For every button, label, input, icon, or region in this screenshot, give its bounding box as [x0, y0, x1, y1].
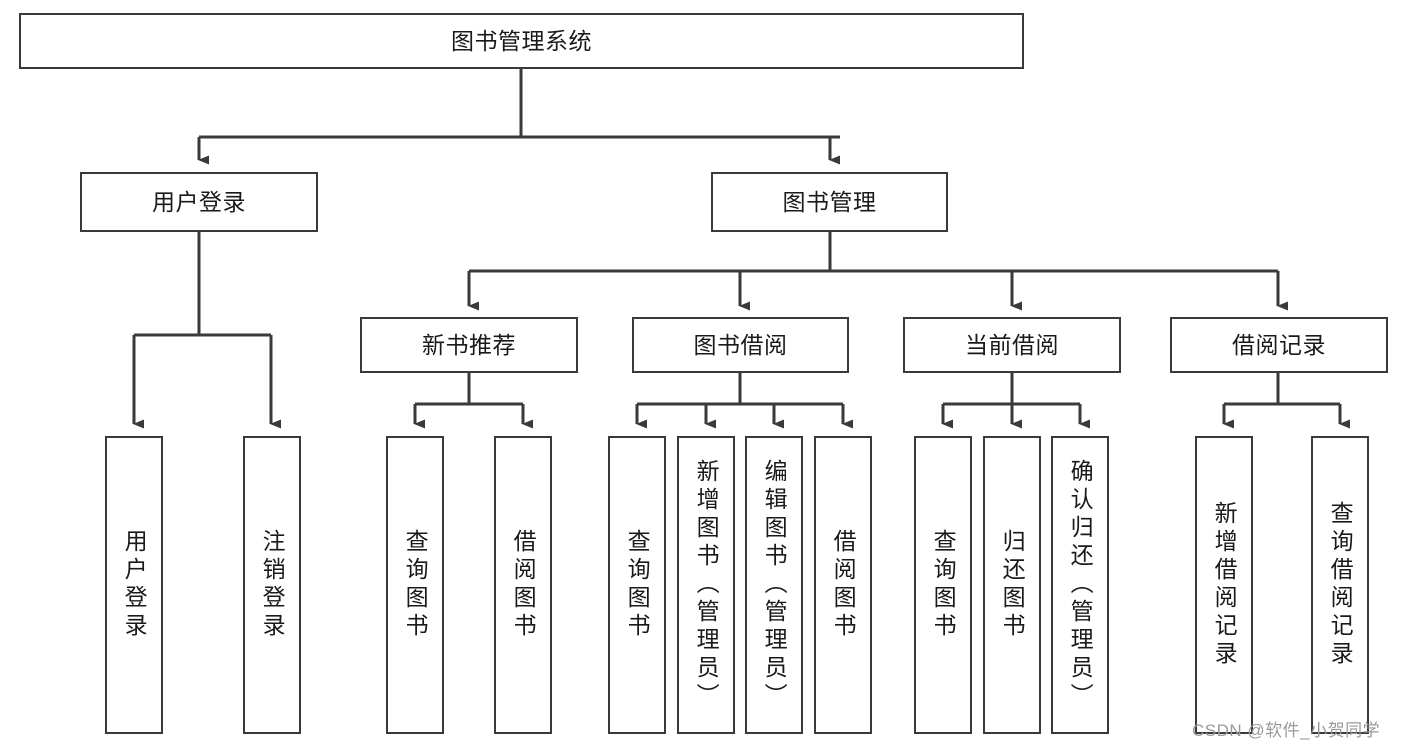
- node-borrow-record-label: 借阅记录: [1232, 331, 1326, 358]
- leaf-user-login[interactable]: 用户登录: [105, 436, 163, 734]
- node-borrow-record[interactable]: 借阅记录: [1170, 317, 1388, 373]
- leaf-borrow-book-2-label: 借阅图书: [830, 529, 857, 641]
- leaf-add-record[interactable]: 新增借阅记录: [1195, 436, 1253, 734]
- leaf-return-book[interactable]: 归还图书: [983, 436, 1041, 734]
- leaf-add-book-label: 新增图书（管理员）: [693, 459, 720, 711]
- leaf-logout[interactable]: 注销登录: [243, 436, 301, 734]
- node-user-login-label: 用户登录: [152, 188, 246, 215]
- leaf-query-record[interactable]: 查询借阅记录: [1311, 436, 1369, 734]
- leaf-return-book-label: 归还图书: [999, 529, 1026, 641]
- leaf-edit-book[interactable]: 编辑图书（管理员）: [745, 436, 803, 734]
- node-root-label: 图书管理系统: [451, 27, 592, 54]
- leaf-edit-book-label: 编辑图书（管理员）: [761, 459, 788, 711]
- node-new-book-recommend[interactable]: 新书推荐: [360, 317, 578, 373]
- node-book-borrow[interactable]: 图书借阅: [632, 317, 849, 373]
- leaf-query-record-label: 查询借阅记录: [1327, 501, 1354, 669]
- leaf-query-book-3[interactable]: 查询图书: [914, 436, 972, 734]
- leaf-confirm-return[interactable]: 确认归还（管理员）: [1051, 436, 1109, 734]
- node-root[interactable]: 图书管理系统: [19, 13, 1024, 69]
- leaf-query-book-1-label: 查询图书: [402, 529, 429, 641]
- leaf-borrow-book-1[interactable]: 借阅图书: [494, 436, 552, 734]
- node-current-borrow[interactable]: 当前借阅: [903, 317, 1121, 373]
- node-new-book-recommend-label: 新书推荐: [422, 331, 516, 358]
- leaf-add-record-label: 新增借阅记录: [1211, 501, 1238, 669]
- leaf-query-book-3-label: 查询图书: [930, 529, 957, 641]
- node-user-login[interactable]: 用户登录: [80, 172, 318, 232]
- node-book-management-label: 图书管理: [782, 188, 877, 215]
- leaf-borrow-book-2[interactable]: 借阅图书: [814, 436, 872, 734]
- leaf-user-login-label: 用户登录: [121, 529, 148, 641]
- leaf-logout-label: 注销登录: [259, 529, 286, 641]
- leaf-confirm-return-label: 确认归还（管理员）: [1067, 459, 1094, 711]
- leaf-query-book-2[interactable]: 查询图书: [608, 436, 666, 734]
- leaf-borrow-book-1-label: 借阅图书: [510, 529, 537, 641]
- leaf-query-book-1[interactable]: 查询图书: [386, 436, 444, 734]
- node-current-borrow-label: 当前借阅: [965, 331, 1059, 358]
- node-book-management[interactable]: 图书管理: [711, 172, 948, 232]
- watermark-text: CSDN @软件_小贺同学: [1192, 721, 1381, 740]
- node-book-borrow-label: 图书借阅: [693, 331, 788, 358]
- leaf-query-book-2-label: 查询图书: [624, 529, 651, 641]
- leaf-add-book[interactable]: 新增图书（管理员）: [677, 436, 735, 734]
